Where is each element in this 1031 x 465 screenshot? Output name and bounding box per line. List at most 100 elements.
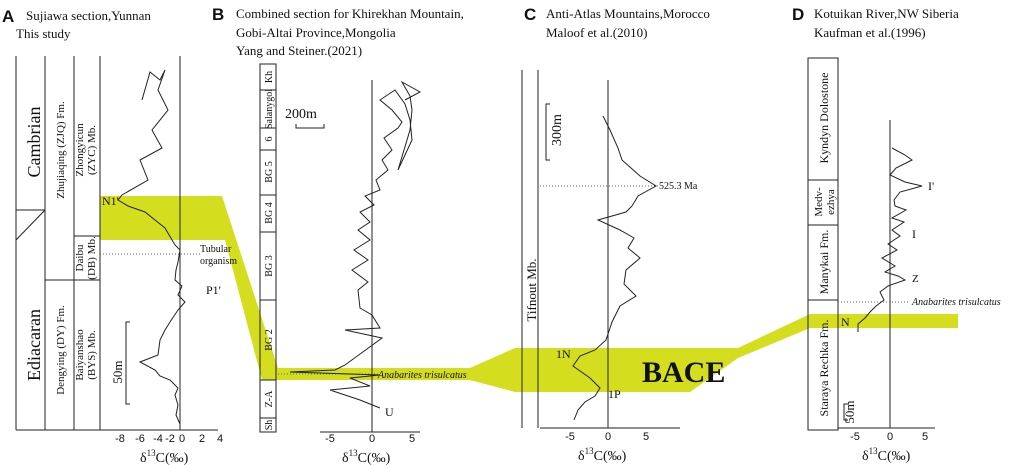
svg-text:-4: -4: [153, 433, 163, 445]
svg-text:0: 0: [887, 431, 893, 443]
svg-text:-5: -5: [850, 431, 860, 443]
unit-manykai: Manykai Fm.: [817, 230, 831, 295]
svg-text:4: 4: [217, 433, 223, 445]
svg-text:50m: 50m: [110, 360, 125, 383]
curve-c: [572, 115, 657, 421]
svg-text:BG 2: BG 2: [264, 329, 275, 350]
svg-text:-5: -5: [325, 433, 335, 445]
panel-letter-c: C: [524, 5, 536, 24]
panel-letter-d: D: [792, 5, 804, 24]
svg-text:50m: 50m: [842, 400, 857, 423]
panel-b-column: [259, 63, 420, 433]
scale-bar-a: 50m: [110, 321, 130, 405]
panel-letter-a: A: [2, 7, 14, 26]
panel-b-title-2: Gobi-Altai Province,Mongolia: [236, 25, 396, 40]
panel-c-title-2: Maloof et al.(2010): [546, 25, 647, 40]
band-c-to-d: [738, 314, 810, 358]
svg-text:2: 2: [199, 433, 205, 445]
curve-b: [289, 80, 422, 409]
svg-text:-6: -6: [135, 433, 145, 445]
unit-medv-2: ezhya: [825, 189, 837, 215]
period-cambrian: Cambrian: [24, 107, 44, 178]
svg-text:-2: -2: [165, 433, 175, 445]
svg-text:Baiyanshao: Baiyanshao: [74, 329, 86, 381]
bace-label: BACE: [642, 356, 725, 389]
svg-text:(DB) Mb.: (DB) Mb.: [86, 236, 98, 280]
point-1n: 1N: [556, 347, 571, 361]
band-a-to-b: [100, 196, 278, 380]
scale-bar-b: 200m: [285, 107, 325, 129]
axis-label-c: δ13C(‰): [578, 446, 627, 464]
member-zyc-label-2: (ZYC) Mb.: [86, 125, 98, 175]
formation-dy: Dengying (DY) Fm.: [55, 305, 67, 395]
panel-b-units: Sh Z-A BG 2 BG 3 BG 4 BG 5 6 Salanygol K…: [264, 71, 275, 430]
axis-label-d: δ13C(‰): [862, 446, 911, 464]
svg-text:Salanygol: Salanygol: [264, 89, 275, 129]
svg-text:BG 4: BG 4: [264, 202, 275, 223]
band-c-bace: [515, 348, 738, 392]
svg-text:(BYS) Mb.: (BYS) Mb.: [86, 330, 98, 380]
svg-text:5: 5: [643, 431, 649, 443]
curve-a: [117, 69, 186, 425]
svg-text:0: 0: [605, 431, 611, 443]
anabarites-label-d: Anabarites trisulcatus: [911, 297, 1001, 308]
svg-text:5: 5: [409, 433, 415, 445]
anabarites-label-b: Anabarites trisulcatus: [377, 370, 467, 381]
axis-b: -5 0 5: [325, 433, 415, 445]
svg-text:6: 6: [264, 137, 275, 142]
point-z: Z: [912, 273, 919, 285]
axis-c: -5 0 5: [565, 431, 649, 443]
axis-label-a: δ13C(‰): [140, 448, 189, 465]
period-ediacaran: Ediacaran: [24, 309, 44, 381]
svg-text:0: 0: [369, 433, 375, 445]
point-1p: 1P: [608, 387, 621, 401]
band-d: [810, 314, 958, 328]
panel-a-title-2: This study: [16, 26, 71, 41]
point-u: U: [385, 405, 394, 419]
svg-text:Z-A: Z-A: [264, 390, 275, 407]
svg-text:Daibu: Daibu: [74, 244, 86, 271]
svg-text:Kh: Kh: [264, 71, 275, 83]
point-i-prime: I': [928, 179, 934, 193]
point-p1-prime: P1': [206, 283, 221, 297]
svg-text:200m: 200m: [285, 107, 317, 122]
unit-kyndyn: Kyndyn Dolostone: [817, 73, 831, 164]
svg-text:Sh: Sh: [264, 420, 275, 431]
svg-text:300m: 300m: [550, 114, 565, 146]
unit-medv-1: Medv-: [813, 187, 825, 217]
scale-bar-c: 300m: [545, 103, 565, 161]
panel-b-title-3: Yang and Steiner.(2021): [236, 43, 362, 58]
point-n: N: [841, 315, 850, 329]
point-n1-prime: N1': [102, 194, 119, 208]
svg-text:-5: -5: [565, 431, 575, 443]
panel-d-title-1: Kotuikan River,NW Siberia: [814, 6, 959, 21]
svg-text:5: 5: [922, 431, 928, 443]
axis-d: -5 0 5: [850, 431, 928, 443]
svg-text:-8: -8: [115, 433, 125, 445]
scale-bar-d: 50m: [842, 400, 857, 423]
member-tifnout: Tifnout Mb.: [524, 258, 539, 321]
curve-d: [857, 147, 923, 332]
age-525: 525.3 Ma: [659, 181, 698, 192]
unit-staraya: Staraya Rechka Fm.: [817, 320, 831, 417]
axis-label-b: δ13C(‰): [342, 448, 391, 465]
svg-text:BG 3: BG 3: [264, 255, 275, 276]
svg-text:0: 0: [179, 433, 185, 445]
panel-b-header: B Combined section for Khirekhan Mountai…: [212, 5, 464, 58]
panel-a-column: [15, 56, 218, 431]
member-bys: Baiyanshao (BYS) Mb.: [74, 329, 98, 381]
member-db: Daibu (DB) Mb.: [74, 236, 98, 280]
annotation-tubular-1: Tubular: [200, 244, 232, 255]
band-b-to-c: [470, 348, 515, 392]
svg-text:BG 5: BG 5: [264, 161, 275, 182]
member-zyc: Zhongyicun (ZYC) Mb.: [74, 123, 98, 177]
panel-c-title-1: Anti-Atlas Mountains,Morocco: [546, 6, 710, 21]
panel-b-title-1: Combined section for Khirekhan Mountain,: [236, 6, 464, 21]
point-i: I: [912, 227, 916, 241]
annotation-tubular-2: organism: [200, 256, 237, 267]
formation-zjq: Zhujiaqing (ZJQ) Fm.: [55, 101, 67, 199]
panel-a-header: A Sujiawa section,Yunnan This study: [2, 7, 151, 41]
panel-d-header: D Kotuikan River,NW Siberia Kaufman et a…: [792, 5, 959, 40]
panel-letter-b: B: [212, 5, 224, 24]
panel-d-title-2: Kaufman et al.(1996): [814, 25, 926, 40]
